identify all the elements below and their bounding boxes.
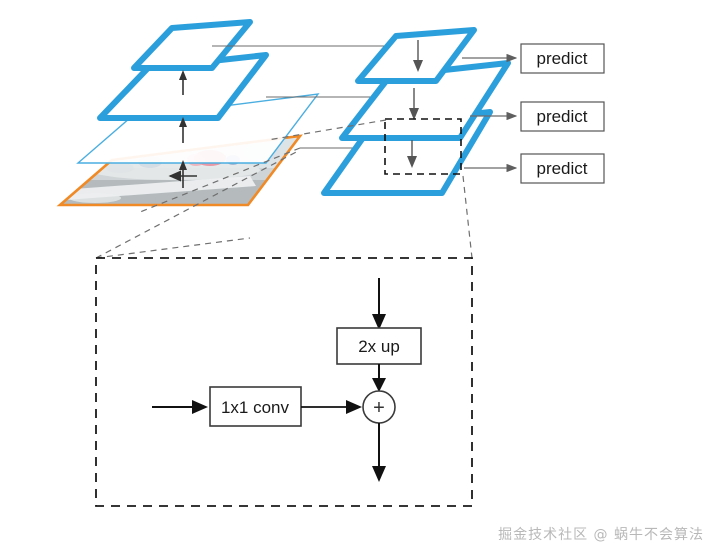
detail-input-arrow-top bbox=[372, 278, 386, 330]
zoom-leader-lines bbox=[95, 119, 473, 259]
top-down-level-3 bbox=[355, 27, 477, 84]
detail-panel-border bbox=[95, 257, 473, 507]
bottom-up-arrow-2 bbox=[179, 117, 187, 143]
bottom-up-arrow-3 bbox=[179, 70, 187, 95]
predict-box-2[interactable]: predict bbox=[520, 101, 605, 132]
lateral-conv-block-label: 1x1 conv bbox=[221, 398, 290, 417]
top-down-arrow-3 bbox=[407, 140, 417, 168]
sum-node-label: + bbox=[373, 397, 385, 419]
merge-region-highlight bbox=[384, 118, 462, 175]
top-down-arrow-1 bbox=[413, 40, 423, 72]
detail-arrow-conv-to-sum bbox=[301, 400, 362, 414]
predict-box-2-label: predict bbox=[536, 107, 587, 126]
bottom-up-level-4 bbox=[131, 19, 253, 71]
sum-node[interactable]: + bbox=[362, 390, 396, 424]
predict-box-1[interactable]: predict bbox=[520, 43, 605, 74]
predict-arrows bbox=[462, 53, 518, 173]
top-down-arrow-2 bbox=[409, 88, 419, 120]
watermark: 掘金技术社区 @ 蜗牛不会算法 bbox=[498, 527, 704, 543]
detail-input-arrow-left bbox=[152, 400, 208, 414]
zoom-leader-line-left bbox=[95, 149, 301, 259]
upsample-block-label: 2x up bbox=[358, 337, 400, 356]
predict-box-1-label: predict bbox=[536, 49, 587, 68]
predict-box-3-label: predict bbox=[536, 159, 587, 178]
bottom-up-arrow-1 bbox=[179, 160, 187, 188]
bottom-up-level-2 bbox=[76, 93, 320, 164]
upsample-block[interactable]: 2x up bbox=[336, 327, 422, 365]
top-down-level-2 bbox=[339, 60, 511, 141]
detail-arrow-upsample-to-sum bbox=[372, 364, 386, 392]
lateral-conv-block[interactable]: 1x1 conv bbox=[209, 386, 302, 427]
detail-output-arrow bbox=[372, 423, 386, 482]
predict-box-3[interactable]: predict bbox=[520, 153, 605, 184]
